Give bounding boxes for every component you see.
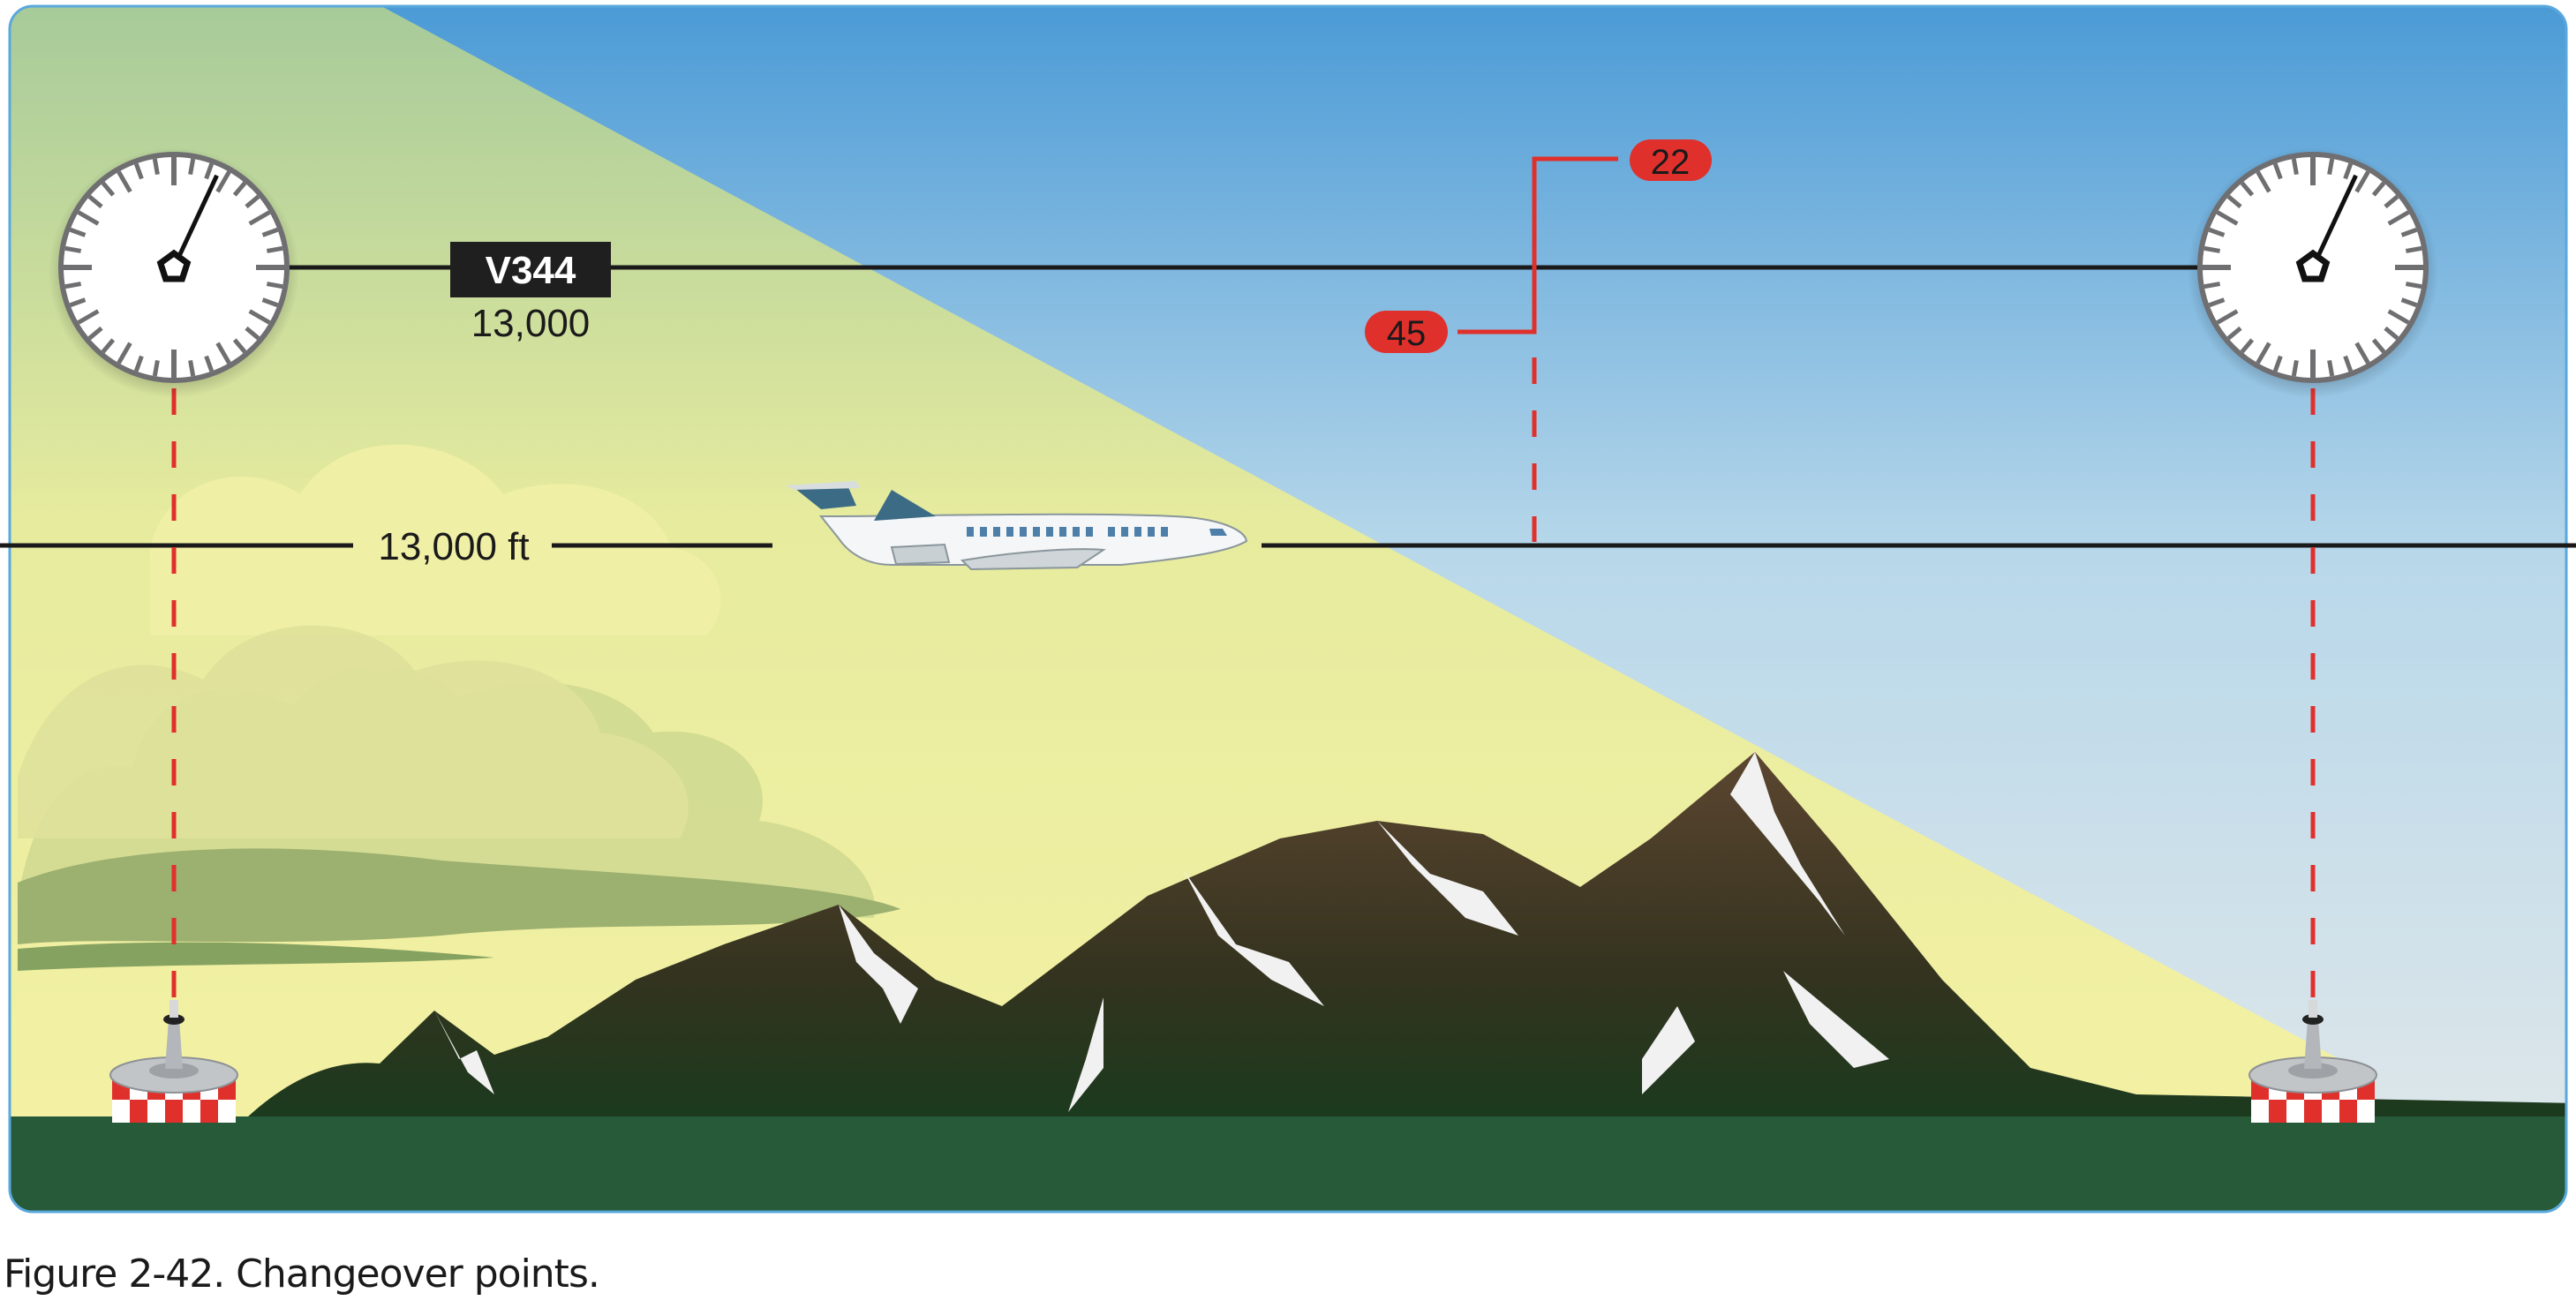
mountain-range: [247, 752, 2566, 1117]
dial-tick: [2371, 181, 2386, 197]
dial-tick: [69, 227, 87, 237]
dial-tick: [133, 355, 144, 372]
dial-tick: [2208, 297, 2226, 308]
dial-tick: [2216, 309, 2239, 325]
dial-tick: [117, 170, 132, 193]
dial-tick: [215, 342, 231, 365]
dial-tick: [101, 338, 116, 354]
dial-tick: [2256, 342, 2271, 365]
dial-tick: [204, 162, 215, 180]
dial-tick: [2291, 158, 2299, 176]
dial-tick: [2354, 342, 2370, 365]
airway-name: V344: [486, 249, 576, 292]
dial-tick: [2343, 162, 2354, 180]
dial-tick: [2354, 170, 2370, 193]
vor-symbol: [156, 249, 192, 282]
vor-radial-lines: [171, 357, 2316, 1041]
dial-tick: [2208, 227, 2226, 237]
dial-tick: [248, 210, 271, 226]
dial-tick: [245, 194, 260, 209]
dial-tick: [188, 158, 196, 176]
dial-tick: [133, 162, 144, 180]
dial-tick: [2371, 338, 2386, 354]
dial-tick: [64, 282, 82, 289]
dial-tick: [87, 194, 103, 209]
cop-upper-value: 22: [1651, 143, 1691, 182]
airway-badge: [450, 242, 611, 297]
dial-tick: [266, 282, 283, 289]
vor-station-icon: [2248, 1000, 2377, 1123]
dial-tick: [2387, 309, 2410, 325]
dial-tick: [266, 245, 283, 253]
dial-tick: [2226, 326, 2242, 341]
airway-mea: 13,000: [471, 302, 591, 345]
vor-dial-icon: [2188, 147, 2438, 398]
altitude-label: 13,000 ft: [378, 525, 529, 568]
dial-tick: [2291, 359, 2299, 377]
frame: [8, 4, 2568, 1214]
dial-tick: [69, 297, 87, 308]
dial-tick: [188, 359, 196, 377]
dial-tick: [2384, 194, 2399, 209]
dial-tick: [77, 210, 100, 226]
cop-upper-badge: [1630, 139, 1712, 181]
dial-tick: [2400, 227, 2418, 237]
dial-tick: [152, 158, 160, 176]
dial-tick: [2400, 297, 2418, 308]
dial-tick: [2384, 326, 2399, 341]
dial-tick: [2203, 282, 2221, 289]
dial-tick: [2240, 181, 2255, 197]
dial-tick: [152, 359, 160, 377]
cloud-icon: [18, 444, 900, 971]
dial-tick: [87, 326, 103, 341]
dial-tick: [232, 338, 247, 354]
dial-tick: [2405, 245, 2422, 253]
dial-tick: [215, 170, 231, 193]
dial-tick: [248, 309, 271, 325]
vor-symbol: [2295, 249, 2331, 282]
dial-tick: [232, 181, 247, 197]
changeover-diagram: V344 13,000 13,000 ft 22 45: [0, 4, 2576, 1214]
dial-tick: [2240, 338, 2255, 354]
dial-tick: [77, 309, 100, 325]
dial-tick: [261, 227, 279, 237]
dial-tick: [2203, 245, 2221, 253]
dial-tick: [261, 297, 279, 308]
dial-tick: [64, 245, 82, 253]
dial-tick: [2272, 355, 2283, 372]
dial-tick: [2327, 158, 2335, 176]
dial-tick: [2387, 210, 2410, 226]
figure-caption: Figure 2-42. Changeover points.: [4, 1252, 600, 1297]
dial-tick: [204, 355, 215, 372]
dial-needle: [171, 174, 219, 269]
dial-tick: [2216, 210, 2239, 226]
dial-tick: [2327, 359, 2335, 377]
changeover-bracket: [1457, 156, 1618, 335]
dial-tick: [2343, 355, 2354, 372]
ground: [10, 1116, 2566, 1212]
cop-lower-value: 45: [1387, 314, 1427, 353]
vor-dial-icon: [49, 147, 299, 398]
dial-needle: [2310, 174, 2358, 269]
dial-tick: [2405, 282, 2422, 289]
dial-tick: [2226, 194, 2242, 209]
dial-tick: [2256, 170, 2271, 193]
dial-tick: [101, 181, 116, 197]
cop-lower-badge: [1365, 311, 1448, 353]
vor-station-icon: [109, 1000, 238, 1123]
dial-tick: [117, 342, 132, 365]
dial-tick: [2272, 162, 2283, 180]
dial-tick: [245, 326, 260, 341]
airplane-icon: [786, 481, 1248, 571]
